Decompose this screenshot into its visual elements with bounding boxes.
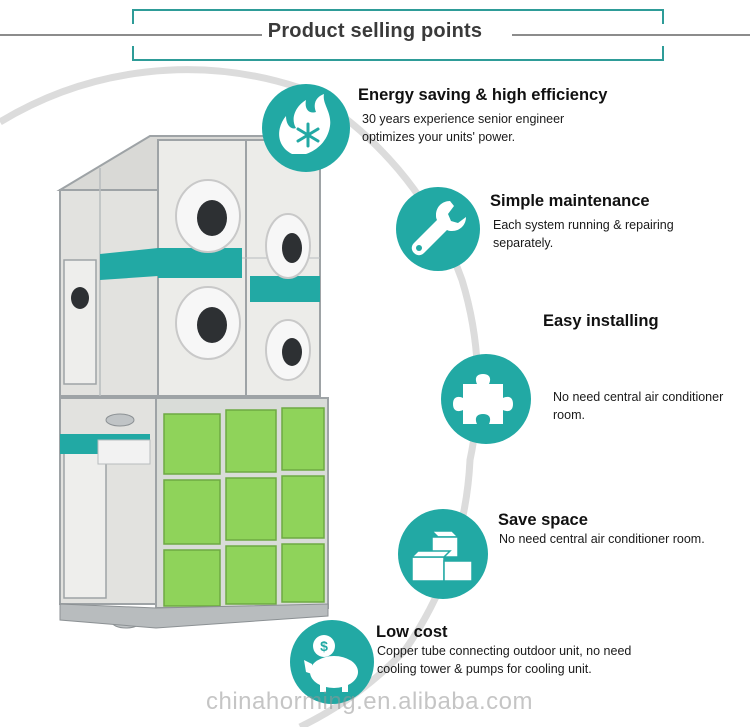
feature-desc-maintenance: Each system running & repairing separate… <box>493 216 674 252</box>
feature-desc-installing: No need central air conditioner room. <box>553 388 723 424</box>
feature-title-energy: Energy saving & high efficiency <box>358 86 608 104</box>
feature-title-installing: Easy installing <box>543 312 659 330</box>
low-cost-icon: $ <box>290 620 374 704</box>
feature-desc-line: No need central air conditioner room. <box>499 532 705 546</box>
wrench-icon <box>411 201 466 256</box>
feature-desc-line: room. <box>553 408 585 422</box>
feature-desc-line: No need central air conditioner <box>553 390 724 404</box>
svg-text:$: $ <box>320 638 328 654</box>
feature-title-save-space: Save space <box>498 511 588 529</box>
page-title: Product selling points <box>0 20 750 43</box>
feature-title-low-cost: Low cost <box>376 623 448 641</box>
header-banner: Product selling points <box>0 0 750 70</box>
boxes-icon <box>410 530 473 582</box>
maintenance-icon <box>396 187 480 271</box>
fire-snowflake-icon <box>279 94 331 154</box>
piggy-bank-icon: $ <box>304 635 358 692</box>
puzzle-piece-icon <box>453 374 513 424</box>
feature-desc-line: cooling tower & pumps for cooling unit. <box>377 662 592 676</box>
feature-desc-line: Each system running & repairing <box>493 218 674 232</box>
banner-frame <box>0 9 750 61</box>
feature-desc-low-cost: Copper tube connecting outdoor unit, no … <box>377 642 631 678</box>
feature-desc-save-space: No need central air conditioner room. <box>499 530 705 548</box>
energy-saving-icon <box>262 84 350 172</box>
feature-desc-line: Copper tube connecting outdoor unit, no … <box>377 644 632 658</box>
air-handling-unit-image <box>56 135 329 629</box>
watermark: chinahorming.en.alibaba.com <box>206 688 534 715</box>
feature-desc-line: separately. <box>493 236 554 250</box>
installing-icon <box>441 354 531 444</box>
save-space-icon <box>398 509 488 599</box>
feature-title-maintenance: Simple maintenance <box>490 192 650 210</box>
feature-desc-line: 30 years experience senior engineer <box>362 112 565 126</box>
feature-desc-energy: 30 years experience senior engineer opti… <box>362 110 564 146</box>
feature-desc-line: optimizes your units' power. <box>362 130 516 144</box>
